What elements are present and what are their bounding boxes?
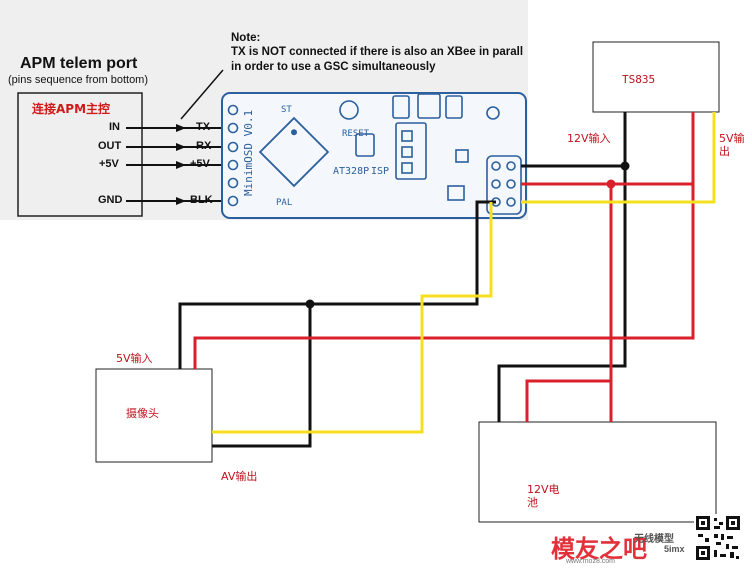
wire-battery-12v: [525, 379, 611, 422]
wire-osd-ts835-video: [521, 112, 716, 204]
arrow-5v: [176, 161, 186, 169]
wire-ts835-12v: [521, 182, 613, 422]
arrow-out: [176, 143, 186, 151]
arrow-in: [176, 124, 186, 132]
board-chip: [258, 116, 330, 188]
note-pointer: [180, 69, 224, 120]
board-pal-text: PAL: [276, 198, 292, 208]
apm-connect-label: 连接APM主控: [32, 102, 111, 116]
ts835-box: [592, 41, 720, 113]
wire-osd-camera-gnd: [178, 200, 496, 369]
wire-camera-av: [212, 202, 493, 434]
board-reset-text: RESET: [342, 129, 370, 139]
board-name-text: MinimOSD V0.1: [242, 110, 255, 196]
camera-name: 摄像头: [126, 407, 159, 420]
board-left-pins: [227, 104, 239, 207]
osd-pin-rx: RX: [196, 140, 212, 152]
apm-pin-out: OUT: [98, 140, 122, 152]
board-chip-text: AT328P: [333, 166, 369, 177]
apm-pin-gnd: GND: [98, 194, 123, 206]
camera-5v-input-label: 5V输入: [116, 352, 153, 365]
camera-box: [95, 368, 213, 463]
osd-pin-5v: +5V: [190, 158, 210, 170]
board-reset-button: [339, 100, 359, 120]
wire-av-gnd: [212, 304, 312, 448]
apm-port-box: [17, 92, 143, 217]
junctions: [305, 161, 630, 309]
camera-av-output-label: AV输出: [221, 470, 258, 483]
watermark-url: www.moz8.com: [566, 558, 616, 565]
junction-gnd-ts835: [620, 161, 630, 171]
apm-pin-in: IN: [109, 121, 120, 133]
note-line2: in order to use a GSC simultaneously: [231, 61, 436, 73]
board-isp-text: ISP: [371, 166, 389, 177]
osd-pin-tx: TX: [196, 121, 211, 133]
board-st-text: ST: [281, 105, 292, 115]
ts835-5v-output-label-1: 5V输: [719, 132, 745, 145]
osd-pin-blk: BLK: [190, 194, 213, 206]
apm-port-title: APM telem port: [20, 55, 138, 72]
watermark-brand: 模友之吧: [551, 535, 647, 563]
note-line1: TX is NOT connected if there is also an …: [231, 46, 524, 58]
battery-label-1: 12V电: [527, 483, 560, 496]
junction-gnd-camera: [305, 299, 315, 309]
battery-box: [478, 421, 717, 523]
junction-12v: [606, 179, 616, 189]
arrow-gnd: [176, 197, 186, 205]
minimosd-board: MinimOSD V0.1 ST RESET AT328P ISP PAL: [221, 92, 527, 219]
wire-ts835-12v-in: [611, 112, 695, 186]
line-arrows: [176, 124, 186, 205]
ts835-12v-input-label: 12V输入: [567, 132, 611, 145]
ts835-name: TS835: [622, 73, 656, 86]
ts835-5v-output-label-2: 出: [719, 145, 730, 158]
apm-port-subtitle: (pins sequence from bottom): [8, 74, 149, 86]
qr-code-icon: [694, 514, 742, 562]
note-heading: Note:: [231, 32, 261, 44]
watermark-sub1: 无线模型: [634, 534, 674, 545]
wires-black: [178, 112, 627, 448]
wire-ts835-battery-gnd: [497, 112, 627, 422]
watermark-sub2: 5imx: [664, 544, 685, 554]
wires-yellow: [212, 112, 716, 434]
board-components: [392, 93, 500, 201]
battery-label-2: 池: [527, 496, 538, 509]
board-component: [355, 133, 375, 157]
apm-pin-5v: +5V: [99, 158, 119, 170]
wire-camera-5v: [193, 184, 695, 369]
